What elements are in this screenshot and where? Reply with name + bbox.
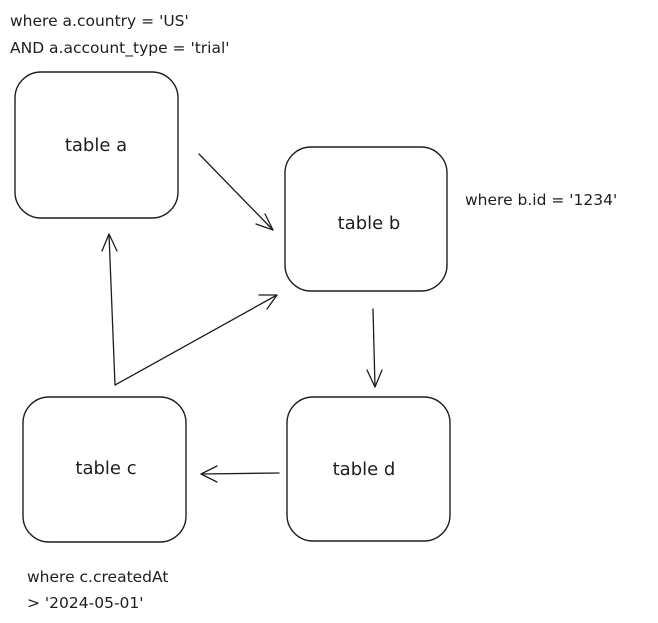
node-table-b-label: table b [338, 213, 401, 234]
node-table-c[interactable]: table c [22, 396, 187, 543]
annotation-table-c: where c.createdAt > '2024-05-01' [27, 568, 168, 612]
annotation-table-c-line-1: where c.createdAt [27, 568, 168, 586]
node-table-a[interactable]: table a [14, 71, 179, 219]
arrowhead-c-to-a [101, 233, 118, 252]
node-table-d[interactable]: table d [286, 396, 451, 542]
edge-a-to-b [198, 153, 274, 231]
node-table-a-label: table a [65, 135, 127, 156]
node-table-c-label: table c [75, 458, 136, 479]
edge-c-to-b [114, 294, 278, 386]
annotation-table-b: where b.id = '1234' [465, 191, 617, 209]
annotation-table-a-line-1: where a.country = 'US' [10, 12, 189, 30]
arrowhead-d-to-c [200, 465, 218, 483]
edge-c-to-a [101, 233, 118, 386]
node-table-b[interactable]: table b [284, 146, 448, 292]
arrowhead-b-to-d [366, 369, 383, 388]
edge-d-to-c [200, 465, 280, 483]
annotation-table-a-line-2: AND a.account_type = 'trial' [10, 39, 230, 58]
arrowhead-a-to-b [255, 213, 274, 231]
annotation-table-c-line-2: > '2024-05-01' [27, 594, 144, 612]
annotation-table-a: where a.country = 'US' AND a.account_typ… [10, 12, 230, 58]
arrowhead-c-to-b [258, 294, 278, 310]
edge-b-to-d [366, 308, 383, 388]
node-table-d-label: table d [333, 459, 396, 480]
